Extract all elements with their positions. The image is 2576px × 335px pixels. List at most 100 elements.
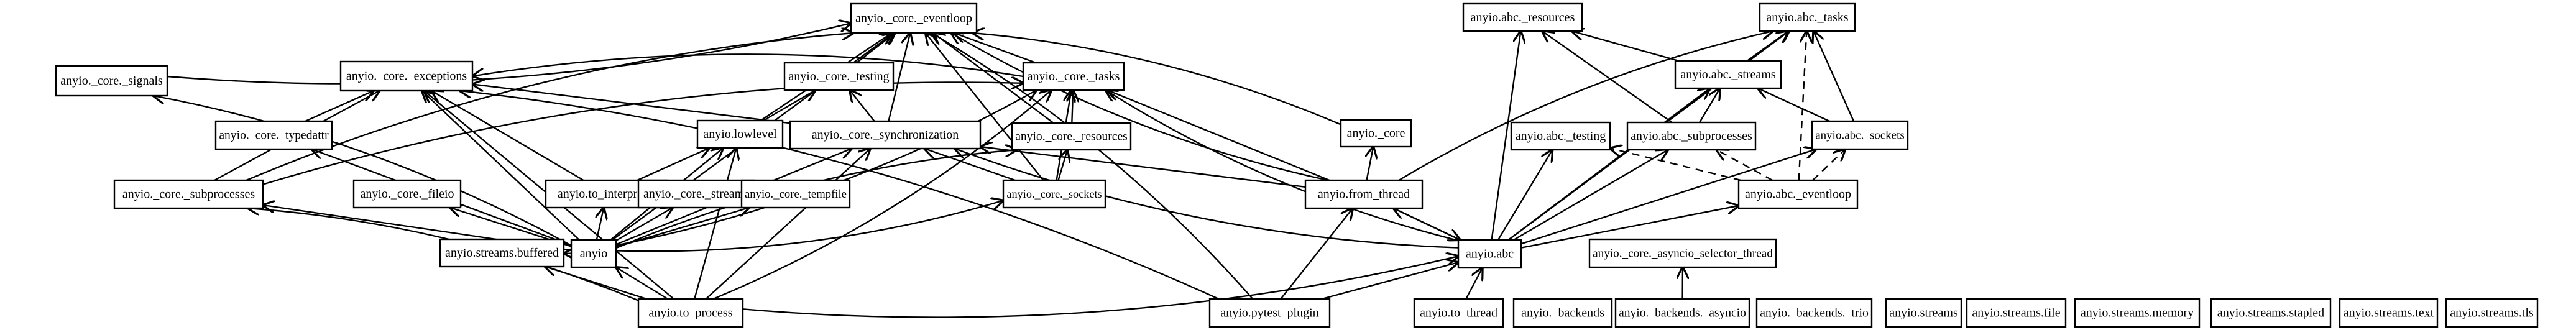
edge-abc-subprocesses-to-abc-resources — [1542, 31, 1673, 123]
node-tothread[interactable]: anyio.to_thread — [1413, 298, 1504, 328]
edge-pytestplugin-to-abc — [1321, 262, 1458, 300]
node-lowlevel[interactable]: anyio.lowlevel — [696, 119, 784, 149]
node-asyncio-selector[interactable]: anyio._core._asyncio_selector_thread — [1588, 238, 1777, 268]
node-s-stapled[interactable]: anyio.streams.stapled — [2210, 298, 2332, 328]
node-anyio[interactable]: anyio — [570, 239, 617, 268]
node-abc-eventloop[interactable]: anyio.abc._eventloop — [1737, 179, 1859, 209]
node-label: anyio._backends — [1521, 306, 1604, 320]
edge-anyio-to-tempfile — [615, 208, 750, 248]
edge-pytestplugin-to-fromthread — [1280, 208, 1353, 300]
node-box — [1512, 298, 1613, 328]
node-tasks[interactable]: anyio._core._tasks — [1022, 62, 1125, 91]
node-synchronization[interactable]: anyio._core._synchronization — [789, 120, 982, 150]
edge-synchronization-to-testing — [850, 90, 875, 122]
node-label: anyio.to_interpreter — [558, 187, 656, 201]
node-box — [637, 298, 744, 328]
edge-abc-to-abc-eventloop — [1520, 206, 1739, 249]
node-testing[interactable]: anyio._core._testing — [783, 62, 895, 91]
edge-anyio-to-exceptions — [422, 91, 580, 241]
node-label: anyio.abc — [1466, 247, 1514, 261]
node-sockets[interactable]: anyio._core._sockets — [1002, 179, 1106, 209]
node-abc-subprocesses[interactable]: anyio.abc._subprocesses — [1626, 121, 1757, 151]
node-label: anyio.streams.memory — [2081, 306, 2194, 320]
node-box — [214, 120, 333, 150]
edge-abc-to-abc-resources — [1491, 31, 1521, 241]
node-box — [1340, 119, 1412, 148]
edge-typedattr-to-exceptions — [305, 91, 374, 122]
node-label: anyio.pytest_plugin — [1220, 306, 1318, 320]
node-pytestplugin[interactable]: anyio.pytest_plugin — [1208, 298, 1331, 328]
node-box — [2210, 298, 2332, 328]
node-abc-tasks[interactable]: anyio.abc._tasks — [1759, 2, 1856, 32]
node-box — [55, 65, 168, 97]
node-label: anyio._core._exceptions — [346, 70, 467, 83]
node-box — [1002, 179, 1106, 209]
node-label: anyio.to_thread — [1420, 306, 1497, 320]
node-abc-sockets[interactable]: anyio.abc._sockets — [1811, 120, 1909, 150]
edge-pytestplugin-to-exceptions — [460, 91, 1219, 300]
node-label: anyio.abc._subprocesses — [1631, 129, 1752, 143]
node-buffered[interactable]: anyio.streams.buffered — [439, 238, 565, 268]
edge-fromthread-to-abc-tasks — [1398, 31, 1773, 181]
node-label: anyio.to_process — [649, 306, 733, 320]
node-box — [1966, 298, 2067, 328]
node-resources[interactable]: anyio._core._resources — [1011, 122, 1132, 151]
node-toprocess[interactable]: anyio.to_process — [637, 298, 744, 328]
node-s-streams[interactable]: anyio.streams — [1885, 298, 1962, 328]
node-s-file[interactable]: anyio.streams.file — [1966, 298, 2067, 328]
node-backends[interactable]: anyio._backends — [1512, 298, 1613, 328]
node-box — [740, 179, 851, 209]
node-tempfile[interactable]: anyio._core._tempfile — [740, 179, 851, 209]
node-backends-trio[interactable]: anyio._backends._trio — [1755, 298, 1873, 328]
edge-abc-eventloop-to-abc-testing — [1610, 149, 1741, 181]
edge-anyio-to-signals — [153, 96, 572, 247]
node-label: anyio.streams.text — [2344, 306, 2434, 320]
node-abc-testing[interactable]: anyio.abc._testing — [1510, 121, 1611, 151]
node-label: anyio._core._tempfile — [745, 188, 847, 201]
node-signals[interactable]: anyio._core._signals — [55, 65, 168, 97]
edge-anyio-to-tasks — [615, 90, 1036, 246]
node-s-memory[interactable]: anyio.streams.memory — [2074, 298, 2201, 328]
node-box — [789, 120, 982, 150]
edge-toprocess-to-anyio — [616, 267, 668, 300]
edge-toprocess-to-tasks — [712, 90, 1051, 300]
node-abc-streams[interactable]: anyio.abc._streams — [1674, 60, 1782, 89]
edge-abc-to-abc-sockets — [1520, 149, 1816, 245]
node-box — [1755, 298, 1873, 328]
edge-subprocesses-to-tasks — [262, 82, 1023, 185]
node-box — [352, 179, 462, 209]
node-box — [1413, 298, 1504, 328]
node-fileio[interactable]: anyio._core._fileio — [352, 179, 462, 209]
node-label: anyio — [580, 247, 607, 260]
edge-abc-to-abc-streams — [1507, 88, 1709, 241]
node-box — [1457, 239, 1522, 269]
node-streams[interactable]: anyio._core._streams — [637, 179, 755, 209]
node-abc[interactable]: anyio.abc — [1457, 239, 1522, 269]
node-box — [1626, 121, 1757, 151]
node-label: anyio.abc._testing — [1516, 129, 1606, 143]
edge-fromthread-to-tasks — [1107, 90, 1330, 181]
node-label: anyio._backends._trio — [1760, 306, 1869, 320]
node-box — [1304, 179, 1424, 209]
node-abc-resources[interactable]: anyio.abc._resources — [1462, 2, 1583, 32]
node-typedattr[interactable]: anyio._core._typedattr — [214, 120, 333, 150]
node-s-text[interactable]: anyio.streams.text — [2339, 298, 2439, 328]
node-box — [1208, 298, 1331, 328]
node-core[interactable]: anyio._core — [1340, 119, 1412, 148]
edge-tasks-to-exceptions — [472, 53, 1024, 76]
node-label: anyio.streams.stapled — [2217, 306, 2324, 320]
node-box — [1588, 238, 1777, 268]
node-box — [2074, 298, 2201, 328]
node-box — [1737, 179, 1859, 209]
node-label: anyio._core._signals — [60, 74, 163, 88]
node-s-tls[interactable]: anyio.streams.tls — [2445, 298, 2539, 328]
node-fromthread[interactable]: anyio.from_thread — [1304, 179, 1424, 209]
node-box — [113, 179, 264, 209]
node-subprocesses[interactable]: anyio._core._subprocesses — [113, 179, 264, 209]
node-label: anyio._core._asyncio_selector_thread — [1593, 247, 1773, 260]
edge-synchronization-to-eventloop — [888, 33, 910, 122]
node-exceptions[interactable]: anyio._core._exceptions — [339, 60, 474, 92]
node-eventloop[interactable]: anyio._core._eventloop — [850, 2, 978, 34]
node-backends-asyncio[interactable]: anyio._backends._asyncio — [1614, 298, 1750, 328]
edge-abc-streams-to-abc-resources — [1572, 31, 1680, 62]
